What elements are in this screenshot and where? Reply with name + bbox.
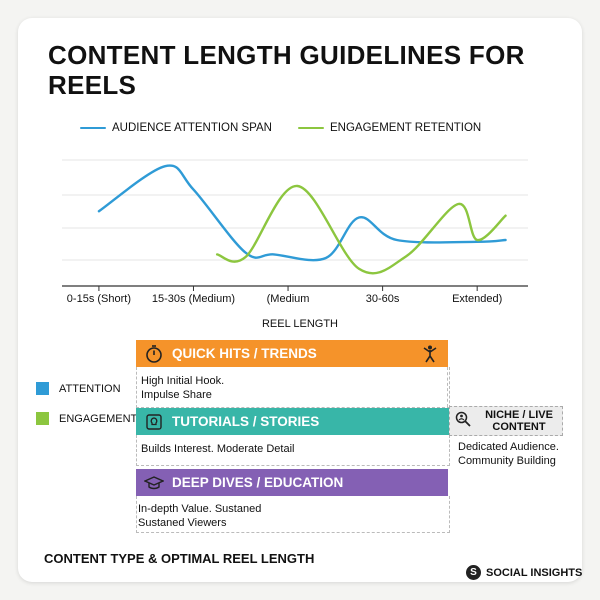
band-quick-hits-desc-2: Impulse Share	[141, 389, 212, 401]
band-niche-desc-2: Community Building	[458, 455, 556, 467]
side-legend-attention: ATTENTION	[36, 382, 121, 395]
band-niche: NICHE / LIVE CONTENT	[449, 406, 563, 436]
band-deep-dives-box	[136, 496, 450, 533]
legend-engagement-swatch	[298, 126, 324, 130]
band-deep-dives: DEEP DIVES / EDUCATION	[136, 469, 448, 496]
x-tick-label: Extended)	[452, 293, 502, 305]
band-deep-dives-desc-2: Sustaned Viewers	[138, 517, 227, 529]
side-legend-engagement-swatch	[36, 412, 49, 425]
band-tutorials-label: TUTORIALS / STORIES	[172, 414, 320, 429]
band-tutorials-desc: Builds Interest. Moderate Detail	[141, 443, 295, 455]
stopwatch-icon	[142, 342, 166, 366]
chart-lines	[97, 164, 507, 275]
band-quick-hits-label: QUICK HITS / TRENDS	[172, 346, 317, 361]
band-quick-hits-desc-1: High Initial Hook.	[141, 375, 225, 387]
page-title: CONTENT LENGTH GUIDELINES FOR REELS	[48, 40, 525, 100]
chart-grid	[62, 159, 528, 287]
band-niche-desc-1: Dedicated Audience.	[458, 441, 559, 453]
band-quick-hits: QUICK HITS / TRENDS	[136, 340, 448, 367]
side-legend-engagement: ENGAGEMENT	[36, 412, 137, 425]
band-niche-label-2: CONTENT	[492, 421, 546, 433]
band-quick-hits-desc: High Initial Hook. Impulse Share	[141, 374, 224, 402]
legend-engagement: ENGAGEMENT RETENTION	[298, 122, 481, 134]
band-tutorials-box	[136, 435, 450, 466]
band-quick-hits-box	[136, 367, 450, 408]
side-legend-attention-label: ATTENTION	[59, 382, 121, 395]
side-legend-attention-swatch	[36, 382, 49, 395]
legend-attention: AUDIENCE ATTENTION SPAN	[80, 122, 272, 134]
brand-name: SOCIAL INSIGHTS	[486, 566, 583, 579]
legend-engagement-label: ENGAGEMENT RETENTION	[330, 122, 482, 134]
brand: S SOCIAL INSIGHTS	[466, 565, 582, 580]
bulb-icon	[142, 410, 166, 434]
band-deep-dives-desc-1: In-depth Value. Sustaned	[138, 503, 262, 515]
x-axis-title: REEL LENGTH	[261, 318, 338, 330]
footer-title: CONTENT TYPE & OPTIMAL REEL LENGTH	[44, 551, 315, 566]
magnifier-person-icon	[454, 410, 476, 433]
x-axis-ticks: 0-15s (Short) 15-30s (Medium) (Medium 30-60…	[67, 286, 502, 305]
dashed-guide	[447, 367, 448, 407]
x-tick-label: 30-60s	[366, 293, 400, 305]
graduation-cap-icon	[142, 471, 166, 495]
band-deep-dives-label: DEEP DIVES / EDUCATION	[172, 475, 344, 490]
band-niche-label: NICHE / LIVE CONTENT	[476, 409, 562, 433]
dancer-icon	[418, 342, 442, 366]
attention-series-line	[97, 164, 507, 262]
x-tick-label: 0-15s (Short)	[67, 293, 131, 305]
band-niche-desc: Dedicated Audience. Community Building	[458, 440, 559, 468]
x-tick-label: (Medium	[267, 293, 310, 305]
legend-attention-swatch	[80, 126, 106, 130]
engagement-series-line	[215, 184, 507, 275]
band-niche-label-1: NICHE / LIVE	[485, 409, 553, 421]
legend-attention-label: AUDIENCE ATTENTION SPAN	[112, 122, 272, 134]
brand-logo-icon: S	[466, 565, 481, 580]
x-tick-label: 15-30s (Medium)	[152, 293, 235, 305]
band-deep-dives-desc: In-depth Value. Sustaned Sustaned Viewer…	[138, 502, 261, 530]
side-legend-engagement-label: ENGAGEMENT	[59, 412, 138, 425]
